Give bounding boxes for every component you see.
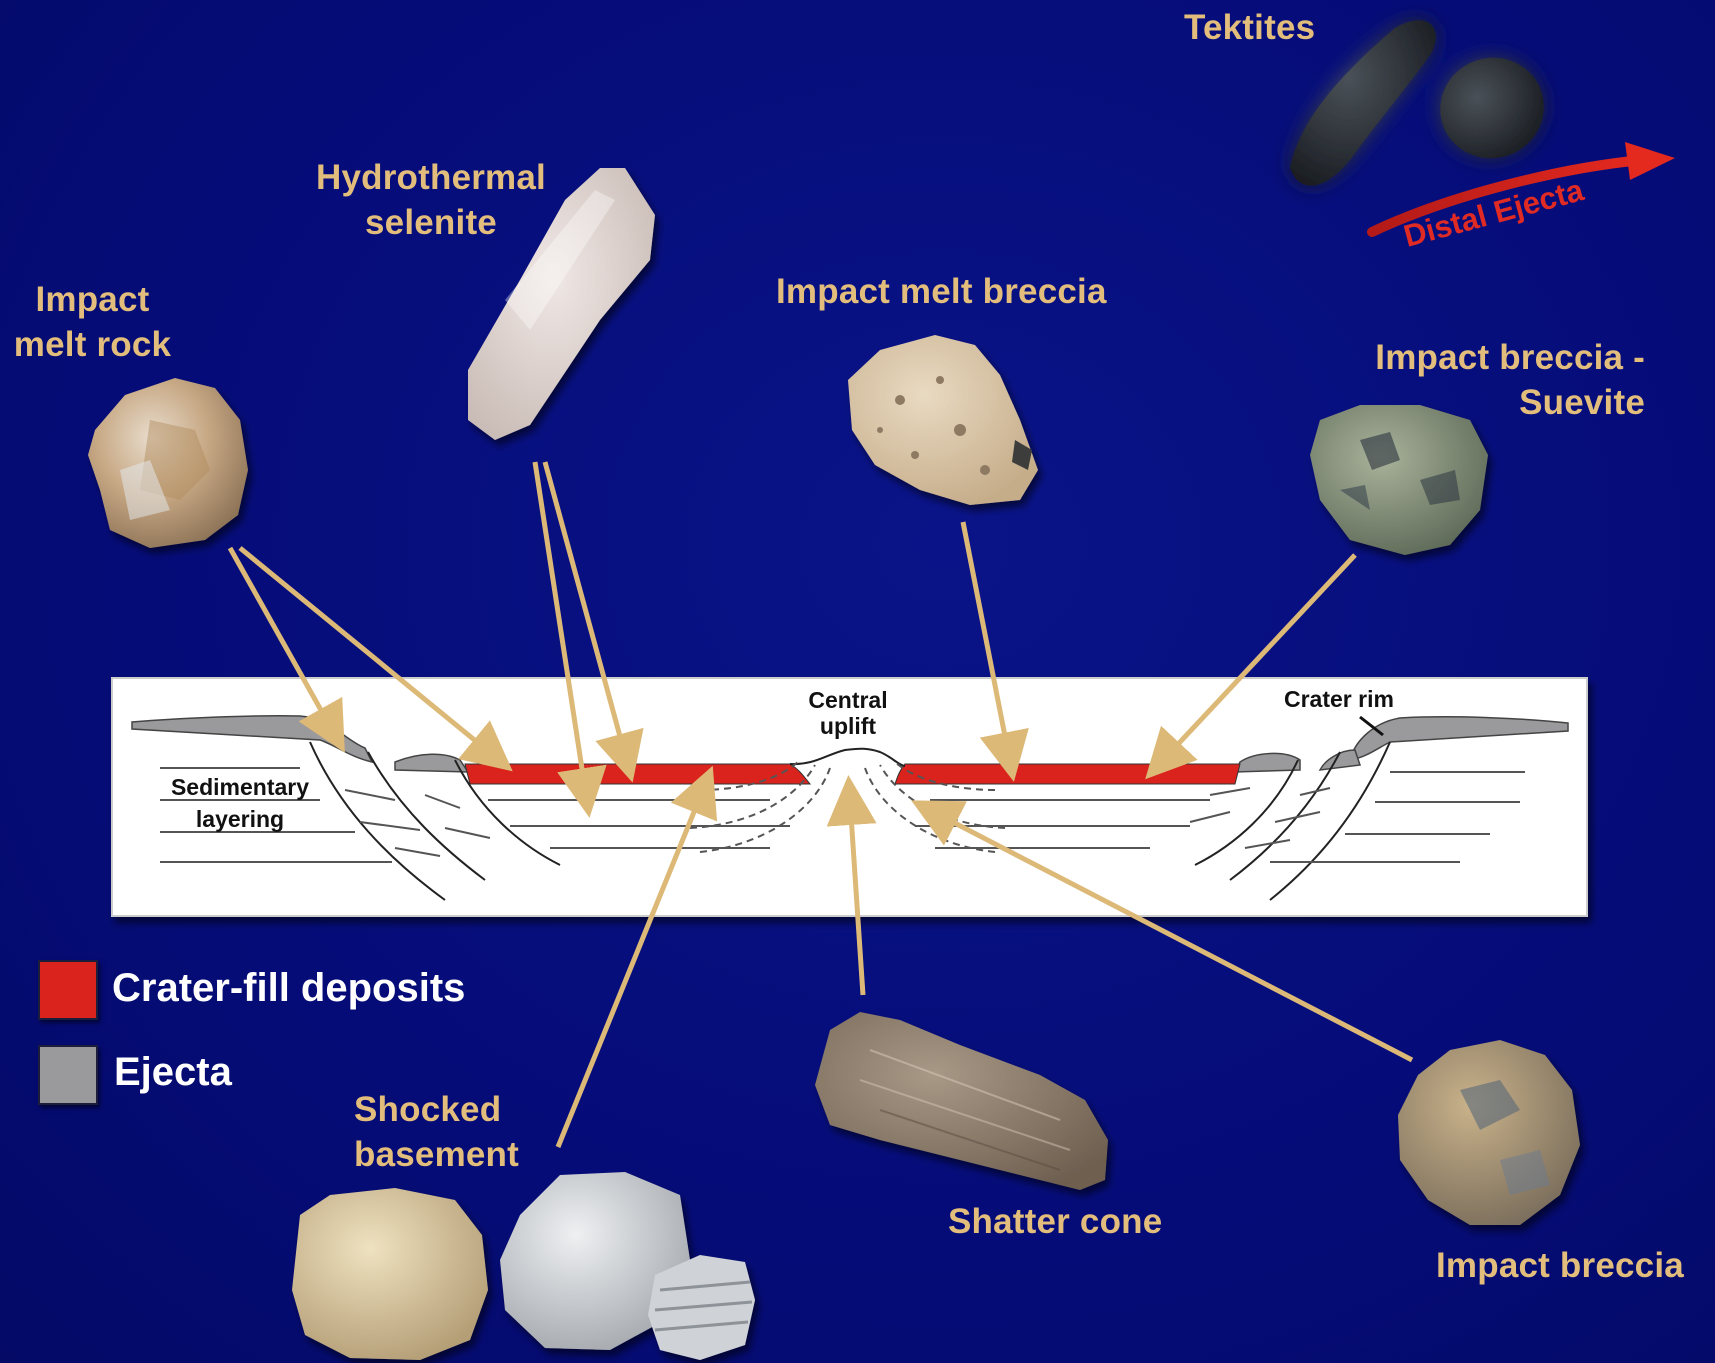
shocked-basement-specimens (292, 1172, 755, 1360)
impact-breccia-suevite-specimen (1310, 405, 1488, 555)
basement-rock-tan (292, 1188, 488, 1360)
label-impact-breccia: Impact breccia (1436, 1244, 1684, 1289)
impact-melt-breccia-specimen (848, 335, 1038, 505)
legend-swatch-ejecta (38, 1045, 98, 1105)
label-sedimentary-layering: Sedimentary layering (152, 772, 328, 835)
label-shocked-basement: Shocked basement (354, 1088, 519, 1178)
label-central-uplift: Central uplift (798, 688, 898, 740)
shatter-cone-specimen (815, 1012, 1108, 1190)
label-impact-melt-rock: Impact melt rock (0, 278, 185, 368)
label-crater-rim: Crater rim (1284, 686, 1394, 713)
crater-fill-right (895, 764, 1240, 784)
label-shatter-cone: Shatter cone (948, 1200, 1162, 1245)
impact-breccia-specimen (1398, 1040, 1580, 1225)
label-impact-melt-breccia: Impact melt breccia (776, 270, 1107, 315)
tektites-specimen (1290, 20, 1558, 185)
crater-fill-left (465, 764, 810, 784)
label-hydrothermal-selenite: Hydrothermal selenite (306, 156, 556, 246)
legend-swatch-crater-fill (38, 960, 98, 1020)
impact-melt-rock-specimen (88, 378, 248, 548)
legend-label-ejecta: Ejecta (114, 1050, 232, 1095)
tektite-round (1426, 43, 1558, 173)
label-tektites: Tektites (1184, 6, 1315, 51)
label-impact-breccia-suevite: Impact breccia - Suevite (1340, 336, 1645, 426)
legend-label-crater-fill: Crater-fill deposits (112, 966, 465, 1011)
